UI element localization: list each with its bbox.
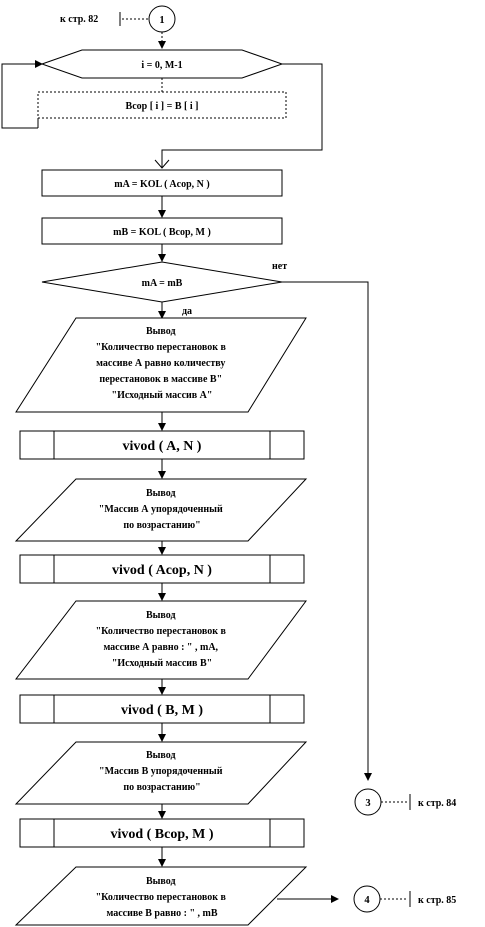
output-2-text: Вывод "Массив А упорядоченный по возраст… bbox=[99, 488, 225, 531]
output-3 bbox=[14, 600, 307, 680]
decision-label: mA = mB bbox=[142, 278, 183, 289]
loop-body-label: Bcop [ i ] = B [ i ] bbox=[126, 101, 199, 112]
process-ka-label: mA = KOL ( Acop, N ) bbox=[114, 179, 209, 190]
decision-no-label: нет bbox=[272, 261, 287, 272]
output-3-text: Вывод "Количество перестановок в массиве… bbox=[96, 610, 229, 669]
connector-4-number: 4 bbox=[364, 895, 370, 906]
process-ka bbox=[41, 169, 283, 197]
connector-3-number: 3 bbox=[365, 798, 370, 809]
process-kb-label: mB = KOL ( Bcop, M ) bbox=[113, 227, 211, 238]
output-2 bbox=[14, 478, 308, 542]
output-5-text: Вывод "Количество перестановок в массиве… bbox=[96, 876, 229, 919]
connector-3-ref: к стр. 84 bbox=[418, 798, 456, 809]
subroutine-2-label: vivod ( Acop, N ) bbox=[112, 563, 212, 578]
output-5 bbox=[14, 866, 308, 926]
loop-back-arrow bbox=[1, 60, 43, 129]
subroutine-1-label: vivod ( A, N ) bbox=[123, 439, 202, 454]
subroutine-4 bbox=[19, 818, 305, 848]
output-1-text: Вывод "Количество перестановок в массиве… bbox=[96, 326, 229, 401]
subroutine-3-label: vivod ( B, M ) bbox=[121, 703, 203, 718]
output-4-text: Вывод "Массив В упорядоченный по возраст… bbox=[99, 750, 225, 793]
decision-yes-label: да bbox=[182, 306, 192, 317]
connector-1-number: 1 bbox=[159, 15, 164, 26]
output-4 bbox=[14, 741, 308, 805]
output-1 bbox=[15, 317, 307, 413]
connector-4-ref: к стр. 85 bbox=[418, 895, 456, 906]
loop-exit-arrowhead bbox=[154, 159, 170, 169]
flow-no-branch bbox=[282, 281, 372, 781]
subroutine-1 bbox=[19, 430, 305, 460]
loop-label: i = 0, M-1 bbox=[141, 60, 182, 71]
subroutine-3 bbox=[19, 694, 305, 724]
subroutine-4-label: vivod ( Bcop, M ) bbox=[110, 827, 213, 842]
loop-body bbox=[37, 91, 287, 119]
loop-exit-line bbox=[161, 63, 323, 168]
connector-1-ref: к стр. 82 bbox=[60, 14, 98, 25]
